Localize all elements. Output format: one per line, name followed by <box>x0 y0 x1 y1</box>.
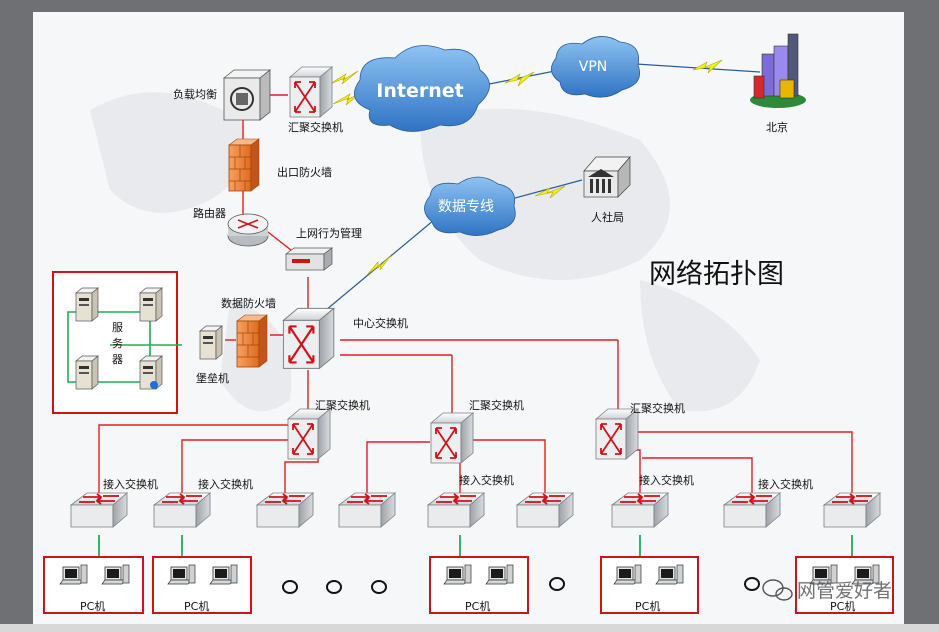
pc-icon <box>485 564 514 585</box>
data-firewall-label: 数据防火墙 <box>221 296 276 310</box>
top-aggregation-switch-icon <box>289 66 333 118</box>
behavior-management-label: 上网行为管理 <box>296 226 362 240</box>
router-label: 路由器 <box>193 206 226 220</box>
internet-label: Internet <box>376 80 463 102</box>
access-switch-icon <box>338 492 396 528</box>
aggregation-switch-3-icon <box>595 408 639 460</box>
aggregation-switch-2-label: 汇聚交换机 <box>469 398 524 412</box>
server-icon <box>75 287 99 322</box>
egress-firewall-icon <box>228 138 260 192</box>
servers-label: 服 务 器 <box>112 321 123 366</box>
watermark-text: 网管爱好者 <box>797 580 892 602</box>
internet-cloud: Internet <box>353 45 490 132</box>
pc-icon <box>167 564 196 585</box>
access-switch-icon <box>611 492 669 528</box>
beijing-label: 北京 <box>766 120 788 134</box>
access-switch-5-label: 接入交换机 <box>758 477 813 491</box>
aggregation-switch-1-label: 汇聚交换机 <box>315 398 370 412</box>
diagram-title: 网络拓扑图 <box>649 259 784 290</box>
pc-group-5: PC机 <box>795 556 894 614</box>
pc-icon <box>209 564 238 585</box>
access-uplinks <box>98 535 853 558</box>
server-icon <box>139 355 163 390</box>
vpn-cloud: VPN <box>551 36 641 98</box>
access-switch-icon <box>427 492 485 528</box>
access-switch-icon <box>70 492 128 528</box>
bastion-label: 堡垒机 <box>196 371 229 385</box>
pc-icon <box>59 564 88 585</box>
pc-icon <box>655 564 684 585</box>
server-icon <box>75 355 99 390</box>
pc-icon <box>101 564 130 585</box>
beijing-building-icon <box>750 33 806 108</box>
dedicated-line-cloud: 数据专线 <box>424 176 516 236</box>
access-switch-4-label: 接入交换机 <box>639 473 694 487</box>
pc-group-3-label: PC机 <box>465 599 490 613</box>
wechat-icon <box>762 579 793 601</box>
access-switch-1-label: 接入交换机 <box>103 477 158 491</box>
access-switch-icon <box>723 492 781 528</box>
pc-group-1-label: PC机 <box>80 599 105 613</box>
watermark: 网管爱好者 <box>762 579 892 602</box>
bastion-host-icon <box>199 325 223 360</box>
pc-group-2-label: PC机 <box>184 599 209 613</box>
lightning-links <box>329 59 723 276</box>
top-aggregation-switch-label: 汇聚交换机 <box>288 120 343 134</box>
pc-icon <box>443 564 472 585</box>
pc-group-3: PC机 <box>429 556 529 614</box>
servers-label-char-2: 务 <box>112 337 123 350</box>
access-switch-icon <box>256 492 314 528</box>
access-switch-icon <box>153 492 211 528</box>
pc-group-2: PC机 <box>152 556 252 614</box>
pc-group-5-label: PC机 <box>830 599 855 613</box>
servers-label-char-1: 服 <box>112 321 123 334</box>
load-balancer-label: 负载均衡 <box>173 87 217 101</box>
pc-icon <box>613 564 642 585</box>
dedicated-line-label: 数据专线 <box>438 199 494 215</box>
server-icon <box>139 287 163 322</box>
pc-group-4-label: PC机 <box>635 599 660 613</box>
pc-group-4: PC机 <box>600 556 699 614</box>
core-switch-icon <box>282 307 335 370</box>
world-map-background <box>90 92 760 412</box>
pc-group-1: PC机 <box>43 556 144 614</box>
access-switch-icon <box>823 492 881 528</box>
government-building-icon <box>583 156 631 198</box>
router-icon <box>227 213 269 247</box>
core-switch-label: 中心交换机 <box>353 316 408 330</box>
behavior-management-icon <box>284 247 334 271</box>
access-switch-2-label: 接入交换机 <box>198 477 253 491</box>
social-security-bureau-label: 人社局 <box>591 210 624 224</box>
vpn-label: VPN <box>579 59 608 75</box>
aggregation-switch-1-icon <box>287 408 331 460</box>
ellipsis-indicator <box>282 577 760 594</box>
servers-label-char-3: 器 <box>112 353 123 366</box>
aggregation-switch-3-label: 汇聚交换机 <box>630 401 685 415</box>
egress-firewall-label: 出口防火墙 <box>277 165 332 179</box>
access-switch-icon <box>516 492 574 528</box>
access-switch-3-label: 接入交换机 <box>459 473 514 487</box>
data-firewall-icon <box>236 314 268 368</box>
status-bar <box>0 624 939 632</box>
aggregation-switch-2-icon <box>430 412 474 464</box>
load-balancer-icon <box>222 69 272 121</box>
